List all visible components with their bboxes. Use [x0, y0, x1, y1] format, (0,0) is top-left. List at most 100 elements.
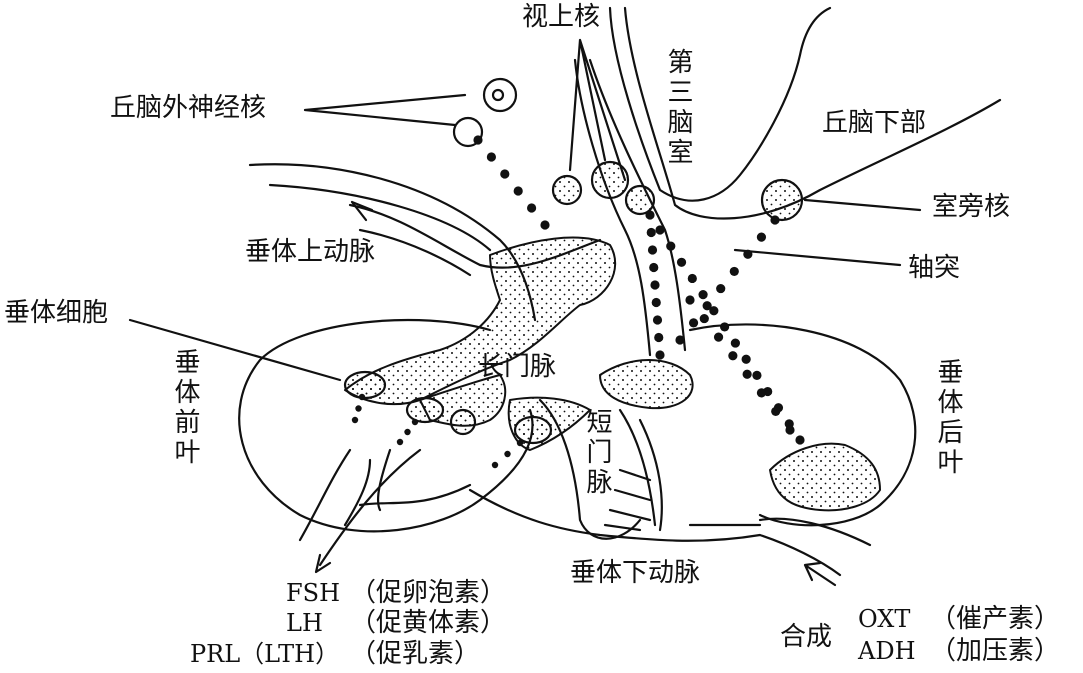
- axon-bead: [655, 350, 665, 360]
- axon-bead: [699, 313, 709, 324]
- axon-bead: [540, 220, 550, 230]
- axon-bead: [713, 332, 724, 342]
- axon-bead: [649, 262, 659, 273]
- axon-bead: [742, 369, 752, 379]
- label-superior-hypophyseal-artery: 垂体上动脉: [245, 237, 376, 267]
- label-short-portal-vein: 短门脉: [582, 408, 612, 498]
- inferior-artery-upper: [758, 517, 872, 547]
- pointer-axon: [733, 248, 902, 267]
- vein-branch-2: [358, 483, 472, 507]
- short-portal-vessel-2: [638, 418, 663, 532]
- hormone-lh-name: （促黄体素）: [350, 608, 507, 638]
- axon-bead: [411, 418, 419, 426]
- label-hypothalamic-neuro-nucleus: 丘脑外神经核: [110, 93, 267, 123]
- paraventricular-cell: [760, 178, 804, 222]
- axon-bead: [646, 227, 656, 238]
- axon-bead: [743, 249, 753, 259]
- axon-bead: [404, 428, 411, 436]
- label-axon: 轴突: [908, 253, 961, 283]
- short-portal-vessel: [618, 408, 657, 527]
- label-posterior-lobe: 垂体后叶: [933, 358, 963, 478]
- anterior-lobe-inner: [298, 448, 392, 542]
- hormone-oxt-abbr: OXT: [858, 605, 911, 633]
- pituitary-cell-2: [405, 396, 445, 424]
- curve-upper-left-2: [268, 183, 492, 252]
- superior-artery-lower: [358, 228, 472, 277]
- label-third-ventricle: 第三脑室: [663, 48, 693, 168]
- pointer-neuro-nucleus: [303, 93, 467, 127]
- hypothalamus-wall: [623, 6, 1002, 220]
- axon-bead: [698, 290, 708, 300]
- hormone-oxt-name: （催产素）: [930, 604, 1061, 634]
- axon-bead: [652, 315, 663, 325]
- axon-bead: [650, 280, 660, 290]
- axon-bead: [687, 273, 697, 284]
- axon-bead: [500, 169, 510, 179]
- hormone-adh-abbr: ADH: [858, 637, 916, 665]
- artery-arrowhead: [350, 200, 374, 222]
- pituitary-stalk-right: [588, 58, 687, 352]
- beaded-axons: [351, 135, 805, 469]
- inferior-artery: [468, 488, 842, 577]
- axon-bead: [651, 297, 661, 308]
- pointer-supraoptic: [568, 38, 627, 182]
- vein-main: [318, 448, 422, 567]
- axon-bead: [785, 425, 795, 435]
- hormone-adh-name: （加压素）: [930, 636, 1061, 666]
- posterior-lobe-outline: [688, 323, 917, 527]
- label-long-portal-vein: 长门脉: [478, 352, 557, 382]
- axon-bead: [728, 351, 738, 361]
- axon-bead: [486, 152, 496, 162]
- axon-bead: [795, 435, 805, 445]
- axon-bead: [645, 210, 655, 220]
- hormone-prl-abbr: PRL（LTH）: [190, 640, 340, 668]
- label-hypothalamus-lower: 丘脑下部: [822, 108, 927, 138]
- axon-bead: [720, 322, 730, 332]
- inferior-arrow: [803, 561, 837, 587]
- supraoptic-cell-2: [590, 160, 630, 200]
- axon-bead: [756, 232, 767, 242]
- label-paraventricular-nucleus: 室旁核: [932, 192, 1011, 222]
- axon-bead: [654, 332, 664, 343]
- axon-bead: [770, 215, 780, 225]
- axon-bead: [756, 388, 767, 398]
- striated-region: [603, 468, 652, 532]
- pituitary-stalk-left: [573, 58, 652, 357]
- neuro-cell-1-nucleus: [491, 88, 505, 102]
- axon-bead: [702, 301, 712, 311]
- hormone-prl-name: （促乳素）: [350, 639, 481, 669]
- axon-bead: [729, 266, 739, 277]
- pituitary-cell-4: [513, 415, 553, 445]
- supraoptic-cell-1: [551, 174, 583, 206]
- axon-bead: [355, 405, 362, 412]
- axon-bead: [396, 438, 404, 446]
- posterior-stipple-region: [769, 442, 881, 512]
- hormone-fsh-abbr: FSH: [286, 579, 341, 607]
- axon-bead: [527, 203, 537, 213]
- axon-bead: [675, 335, 685, 345]
- axon-bead: [709, 306, 719, 316]
- axon-bead: [513, 186, 523, 196]
- axon-bead: [666, 241, 676, 251]
- axon-bead: [688, 318, 699, 328]
- axon-bead: [771, 406, 781, 417]
- axon-bead: [741, 354, 751, 364]
- axon-bead: [752, 370, 762, 380]
- supraoptic-cell-3: [624, 184, 656, 216]
- hormone-lh-abbr: LH: [286, 609, 323, 637]
- axon-bead: [358, 393, 366, 401]
- anterior-lobe-outline: [238, 318, 534, 533]
- label-supraoptic-nucleus: 视上核: [522, 2, 601, 32]
- stalk-stipple-region: [599, 359, 694, 410]
- axon-bead: [516, 439, 524, 447]
- hormone-fsh-name: （促卵泡素）: [350, 578, 507, 608]
- axon-bead: [676, 257, 687, 267]
- label-synthesis: 合成: [780, 622, 833, 652]
- axon-bead: [647, 245, 658, 255]
- axon-bead: [716, 283, 726, 294]
- axon-bead: [351, 416, 359, 424]
- vein-branch-1: [343, 458, 372, 527]
- pituitary-cell-3: [449, 408, 477, 436]
- label-inferior-hypophyseal-artery: 垂体下动脉: [570, 558, 701, 588]
